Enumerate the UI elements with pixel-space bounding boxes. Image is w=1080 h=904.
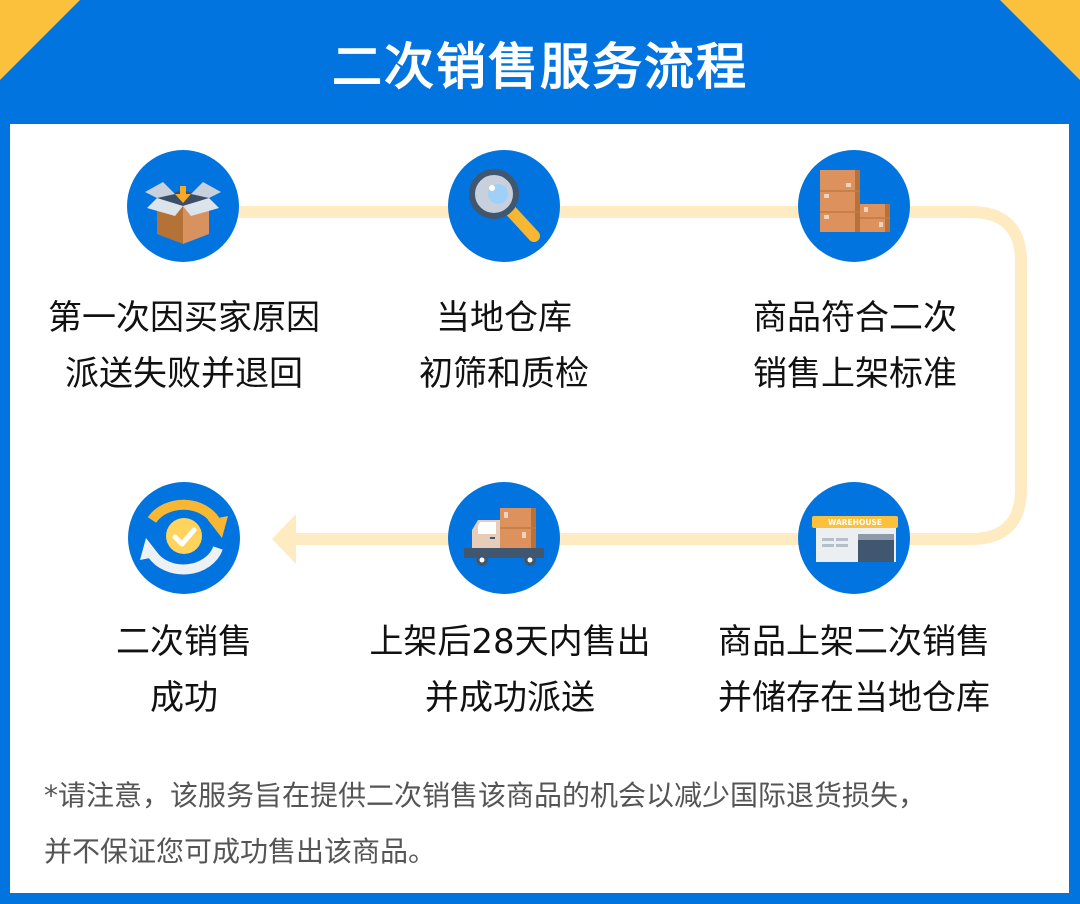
page-title: 二次销售服务流程	[332, 38, 748, 96]
step-2-text: 当地仓库 初筛和质检	[419, 298, 589, 394]
step-6-text: 二次销售 成功	[116, 622, 252, 718]
step-5-text: 上架后28天内售出 并成功派送	[369, 622, 651, 718]
magnifier-icon	[448, 150, 560, 262]
success-cycle-icon	[128, 482, 240, 594]
step-1-text: 第一次因买家原因 派送失败并退回	[48, 298, 320, 394]
step-3-text: 商品符合二次 销售上架标准	[753, 298, 957, 394]
stacked-boxes-icon	[798, 150, 910, 262]
step-4-text: 商品上架二次销售 并储存在当地仓库	[718, 622, 990, 718]
arrowhead-icon	[272, 514, 296, 564]
corner-decoration-right	[1000, 0, 1080, 80]
disclaimer-note: *请注意，该服务旨在提供二次销售该商品的机会以减少国际退货损失， 并不保证您可成…	[44, 779, 927, 868]
open-box-icon	[127, 150, 239, 262]
svg-text:WAREHOUSE: WAREHOUSE	[828, 518, 882, 527]
corner-decoration-left	[0, 0, 80, 80]
warehouse-icon: WAREHOUSE	[798, 482, 910, 594]
delivery-truck-icon	[448, 482, 560, 594]
